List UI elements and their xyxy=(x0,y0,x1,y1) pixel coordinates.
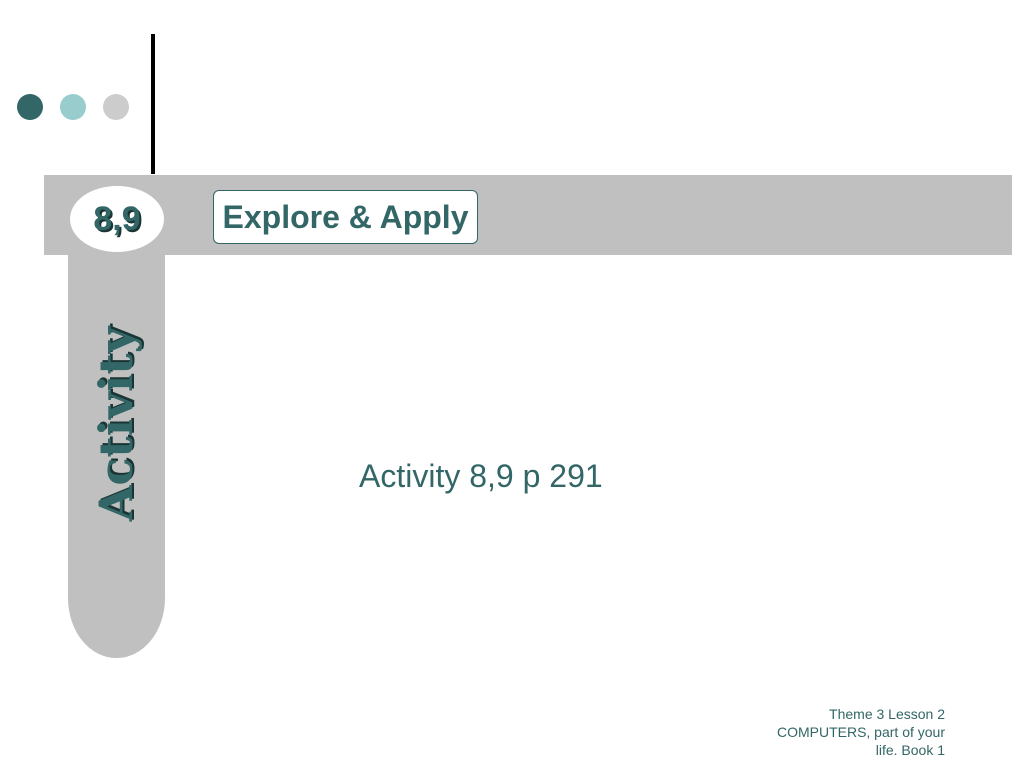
slide-footer: Theme 3 Lesson 2 COMPUTERS, part of your… xyxy=(745,705,945,759)
side-pill xyxy=(68,230,165,658)
vertical-divider-line xyxy=(151,34,155,174)
footer-line-3: life. Book 1 xyxy=(875,742,945,758)
decorative-dot-gray xyxy=(103,94,129,120)
slide-number-badge: 8,9 xyxy=(70,186,164,252)
slide-title: Explore & Apply xyxy=(222,198,469,235)
decorative-dot-dark xyxy=(17,94,43,120)
footer-line-2: COMPUTERS, part of your xyxy=(776,724,945,740)
slide-number-text: 8,9 xyxy=(93,199,141,238)
title-box: Explore & Apply xyxy=(213,190,478,244)
decorative-dot-teal xyxy=(60,94,86,120)
footer-line-1: Theme 3 Lesson 2 xyxy=(829,706,945,722)
slide-body-text: Activity 8,9 p 291 xyxy=(359,458,603,494)
title-band xyxy=(44,175,1012,255)
side-label-activity: Activity xyxy=(89,326,143,522)
